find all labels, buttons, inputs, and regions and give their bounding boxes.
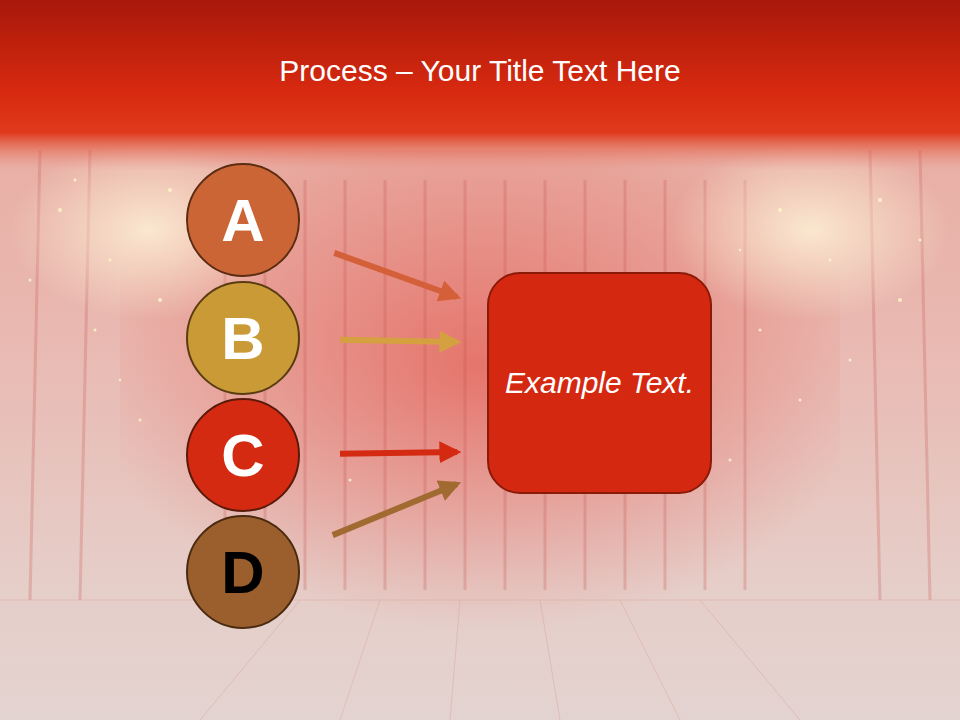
arrow-connector: [340, 452, 457, 454]
step-circle: B: [186, 281, 300, 395]
arrow-connector: [333, 484, 457, 535]
step-letter: C: [221, 412, 264, 499]
arrow-connector: [340, 340, 457, 342]
step-circle: D: [186, 515, 300, 629]
example-text: Example Text.: [505, 361, 694, 405]
arrow-connector: [334, 253, 457, 297]
step-letter: B: [221, 295, 264, 382]
step-circle: C: [186, 398, 300, 512]
result-box: Example Text.: [487, 272, 712, 494]
slide-title: Process – Your Title Text Here: [0, 54, 960, 88]
step-letter: A: [221, 177, 264, 264]
step-circle: A: [186, 163, 300, 277]
step-letter: D: [221, 529, 264, 616]
